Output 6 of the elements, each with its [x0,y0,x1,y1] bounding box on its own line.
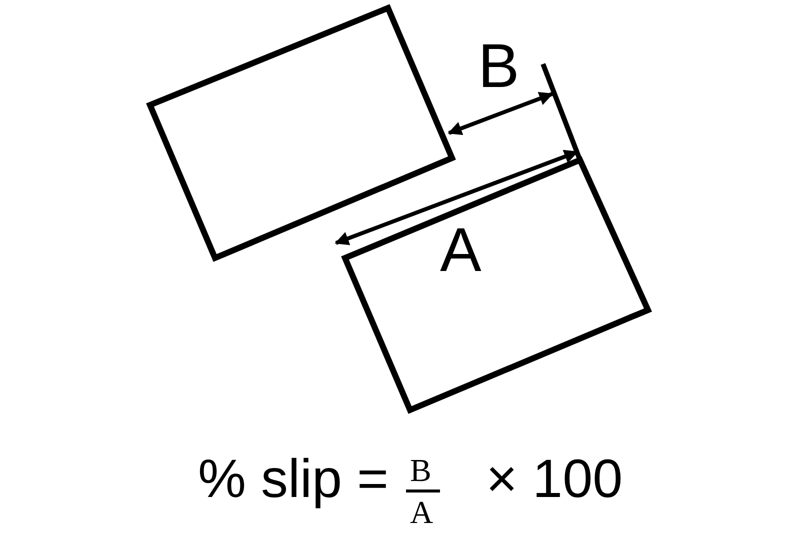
dimension-label: A [440,220,482,282]
formula-text: % slip = [198,452,389,506]
numerator: B [410,454,432,486]
denominator: A [410,496,434,528]
formula-text: × 100 [486,452,623,506]
dimension-label: B [478,36,520,98]
